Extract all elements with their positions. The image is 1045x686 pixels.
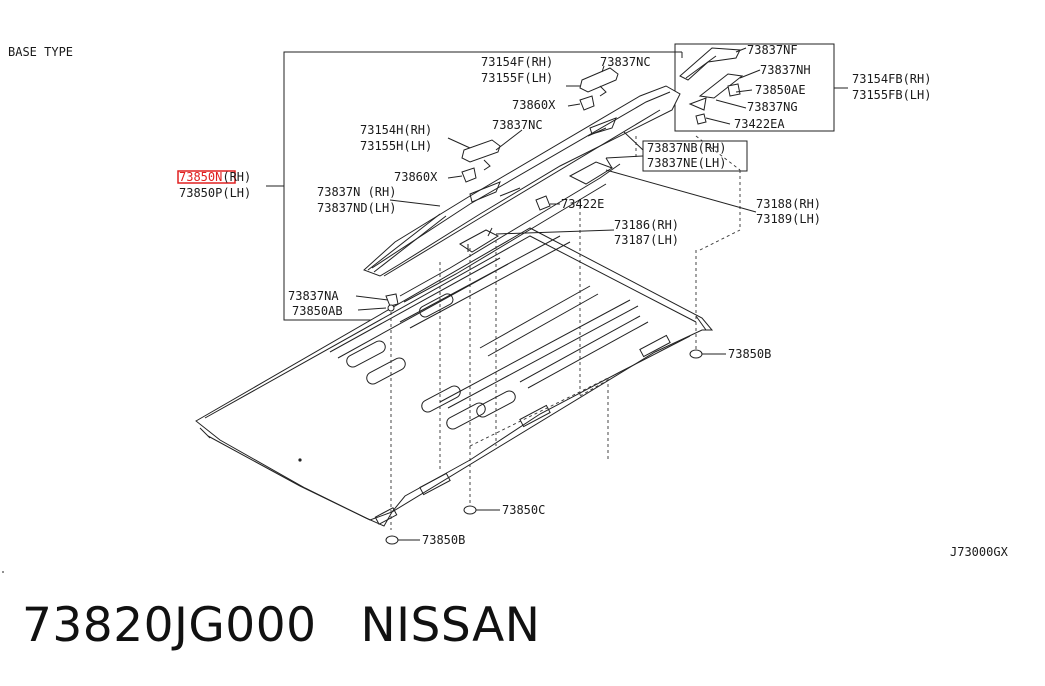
label-73837NG: 73837NG xyxy=(747,100,798,114)
diagram-code: J73000GX xyxy=(950,545,1009,559)
label-73850N-highlighted: 73850N xyxy=(179,170,222,184)
label-73155F-lh: 73155F(LH) xyxy=(481,71,553,85)
clip-73422E xyxy=(535,195,551,211)
label-73837NH: 73837NH xyxy=(760,63,811,77)
label-73837NB-rh: 73837NB(RH) xyxy=(647,141,726,155)
label-73189-lh: 73189(LH) xyxy=(756,212,821,226)
brand-name: NISSAN xyxy=(360,598,541,653)
label-73837NA: 73837NA xyxy=(288,289,339,303)
base-type-label: BASE TYPE xyxy=(8,45,73,59)
label-73154F-rh: 73154F(RH) xyxy=(481,55,553,69)
part-footer: 73820JG000 NISSAN xyxy=(22,598,540,653)
bracket-73186 xyxy=(459,227,500,253)
clip-73850B-bottom xyxy=(385,535,399,545)
rail-end-cover-73154H xyxy=(461,139,501,171)
label-73850C: 73850C xyxy=(502,503,545,517)
bracket-73188 xyxy=(568,157,614,185)
label-73422E: 73422E xyxy=(561,197,604,211)
label-73422EA: 73422EA xyxy=(734,117,785,131)
dashed-leaders xyxy=(390,135,741,530)
clip-73860X-a xyxy=(579,95,595,111)
clip-73850C xyxy=(463,505,477,515)
label-73155H-lh: 73155H(LH) xyxy=(360,139,432,153)
label-73837NF: 73837NF xyxy=(747,43,798,57)
roof-rail xyxy=(363,85,681,303)
label-73154H-rh: 73154H(RH) xyxy=(360,123,432,137)
label-73860X-upper: 73860X xyxy=(512,98,556,112)
label-73837N-rh: 73837N (RH) xyxy=(317,185,396,199)
label-73187-lh: 73187(LH) xyxy=(614,233,679,247)
detail-rail-cover-73154FB xyxy=(679,47,744,125)
label-73155FB-lh: 73155FB(LH) xyxy=(852,88,931,102)
part-number: 73820JG000 xyxy=(22,598,317,653)
label-73850N-side: (RH) xyxy=(222,170,251,184)
label-73850P-lh: 73850P(LH) xyxy=(179,186,251,200)
label-73188-rh: 73188(RH) xyxy=(756,197,821,211)
label-73850N-rh: 73850N(RH) xyxy=(179,170,251,184)
label-73850B-bottom: 73850B xyxy=(422,533,465,547)
label-73850AB: 73850AB xyxy=(292,304,343,318)
label-73860X-lower: 73860X xyxy=(394,170,438,184)
part-labels: 73850N(RH) 73850P(LH) 73154F(RH) 73155F(… xyxy=(179,43,931,547)
label-73837NC-upper: 73837NC xyxy=(600,55,651,69)
label-73837NC-lower: 73837NC xyxy=(492,118,543,132)
clip-73850AB xyxy=(385,293,399,312)
label-73837ND-lh: 73837ND(LH) xyxy=(317,201,396,215)
label-73837NE-lh: 73837NE(LH) xyxy=(647,156,726,170)
leader-lines xyxy=(355,47,761,541)
label-73850AE: 73850AE xyxy=(755,83,806,97)
clip-73860X-b xyxy=(461,167,477,183)
clip-73850B-right xyxy=(689,349,703,359)
highlight-73850N xyxy=(177,170,236,184)
label-73850B-right: 73850B xyxy=(728,347,771,361)
label-73154FB-rh: 73154FB(RH) xyxy=(852,72,931,86)
label-73186-rh: 73186(RH) xyxy=(614,218,679,232)
roof-panel xyxy=(195,227,714,527)
rail-end-cover-73154F xyxy=(579,67,619,97)
